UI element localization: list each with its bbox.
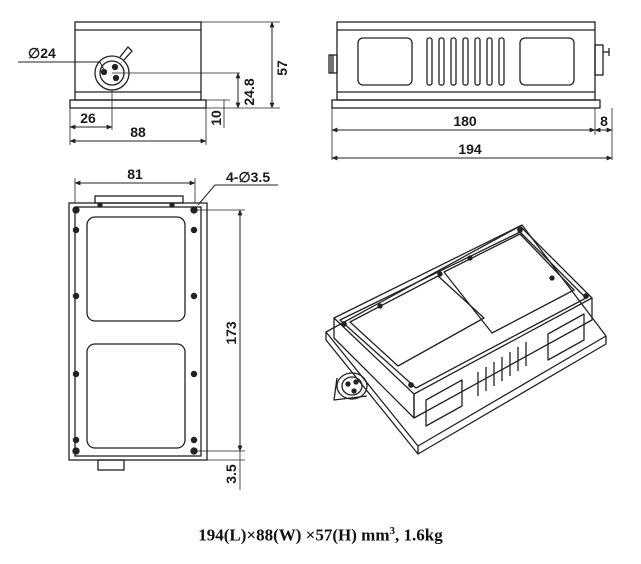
front-diameter-label: ∅24 xyxy=(28,45,56,61)
caption-weight: , 1.6kg xyxy=(395,525,443,545)
front-center-height-label: 24.8 xyxy=(241,78,257,105)
front-base-flange xyxy=(69,99,207,109)
top-body xyxy=(68,202,208,461)
front-body xyxy=(74,21,202,101)
front-height-label: 57 xyxy=(274,60,290,76)
front-offset-label: 26 xyxy=(80,110,96,126)
front-width-label: 88 xyxy=(130,124,146,140)
iso-connector xyxy=(336,372,368,400)
top-panel-lower xyxy=(86,343,186,449)
side-panel-right xyxy=(519,37,575,86)
top-view xyxy=(68,178,278,490)
top-edge-label: 3.5 xyxy=(223,464,239,484)
side-panel-left xyxy=(357,37,413,86)
caption-superscript: 3 xyxy=(389,525,396,537)
cooling-slots xyxy=(426,37,505,86)
iso-top-panel-back xyxy=(443,233,575,334)
side-base-flange xyxy=(331,99,601,109)
side-total-length-label: 194 xyxy=(458,141,482,157)
top-panel-upper xyxy=(86,216,186,322)
mounting-holes xyxy=(72,202,198,455)
caption-dimensions: 194(L)×88(W) ×57(H) mm xyxy=(198,525,390,545)
iso-top-panel-front xyxy=(349,275,485,367)
iso-screws xyxy=(341,227,589,388)
top-hole-pitch-label: 173 xyxy=(223,321,239,345)
side-body xyxy=(336,21,596,101)
iso-cooling-slots xyxy=(477,342,527,396)
side-view xyxy=(328,21,613,161)
isometric-view xyxy=(325,224,607,455)
side-body-length-label: 180 xyxy=(453,113,477,129)
front-view xyxy=(18,21,280,145)
front-base-label: 10 xyxy=(208,110,224,126)
top-hole-spacing-label: 81 xyxy=(127,166,143,182)
side-flange-label: 8 xyxy=(600,113,608,129)
top-holes-label: 4-∅3.5 xyxy=(226,169,270,185)
spec-caption: 194(L)×88(W) ×57(H) mm3, 1.6kg xyxy=(0,525,641,546)
